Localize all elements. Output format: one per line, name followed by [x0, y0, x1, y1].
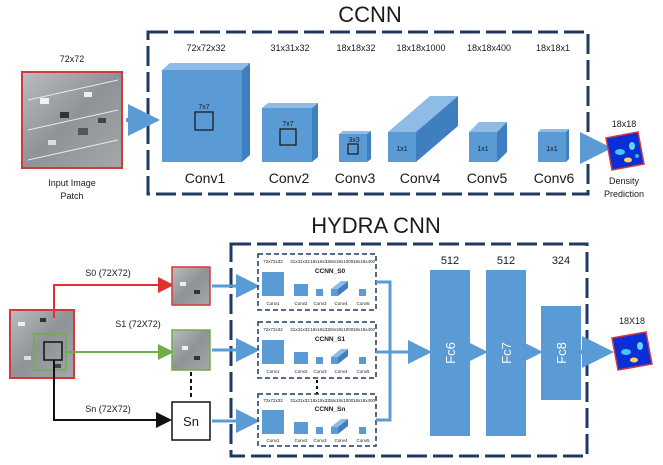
conv4-label: Conv4 — [400, 170, 441, 186]
conv3-block — [339, 131, 371, 162]
sn-path — [53, 360, 172, 428]
conv1-kernel: 7x7 — [198, 104, 209, 111]
head-sn-c3: Conv3 — [313, 438, 327, 443]
conv2-kernel: 7x7 — [282, 121, 293, 128]
head-s0-c2: Conv2 — [294, 301, 308, 306]
head-s1-dim1: 72x72x32 — [263, 327, 283, 332]
ccnn-head-s0: 72x72x32 31x31x32 18x18x32 18x18x1000 18… — [257, 253, 377, 311]
fc7-label: Fc7 — [499, 342, 514, 364]
conv2-label: Conv2 — [269, 170, 310, 186]
input-size-label: 72x72 — [60, 54, 85, 64]
head-sn-dim5: 18x18x400 — [353, 398, 376, 403]
conv1-dims: 72x72x32 — [186, 43, 225, 53]
input-image-patch — [21, 71, 123, 169]
ccnn-head-sn: 72x72x32 31x31x32 18x18x32 18x18x1000 18… — [257, 393, 377, 447]
conv6-dims: 18x18x1 — [536, 43, 570, 53]
input-label-2: Patch — [60, 191, 83, 201]
head-s0-c4: Conv4 — [334, 301, 348, 306]
head-sn-dim2: 31x31x32 — [290, 398, 310, 403]
conv4-kernel: 1x1 — [396, 146, 407, 153]
sn-label: Sn (72X72) — [85, 404, 131, 414]
head-sn-dim4: 18x18x1000 — [329, 398, 354, 403]
fc6-label: Fc6 — [443, 342, 458, 364]
head-s1-c4: Conv4 — [334, 369, 348, 374]
head-sn-dim1: 72x72x32 — [263, 398, 283, 403]
fc8-block — [541, 306, 581, 400]
head-s1-dim3: 18x18x32 — [310, 327, 330, 332]
fc6-size: 512 — [441, 255, 459, 267]
conv2-dims: 31x31x32 — [270, 43, 309, 53]
s1-label: S1 (72X72) — [115, 319, 161, 329]
head-s1-c2: Conv2 — [294, 369, 308, 374]
head-s1-dim4: 18x18x1000 — [329, 327, 354, 332]
hydra-title: HYDRA CNN — [311, 213, 441, 238]
head-s0-dim5: 18x18x400 — [353, 259, 376, 264]
output-size-label: 18x18 — [612, 119, 637, 129]
s0-patch — [171, 266, 211, 306]
conv3-dims: 18x18x32 — [336, 43, 375, 53]
head-s0-dim2: 31x31x32 — [290, 259, 310, 264]
fc8-label: Fc8 — [554, 342, 569, 364]
head-s1-c5: Conv5 — [356, 369, 370, 374]
input-label: Input Image — [48, 178, 96, 188]
full-image — [9, 309, 75, 379]
sn-box-label: Sn — [183, 414, 199, 429]
sn-box — [171, 401, 211, 441]
output-label-2: Prediction — [604, 189, 644, 199]
head-sn-dim3: 18x18x32 — [310, 398, 330, 403]
conv5-dims: 18x18x400 — [467, 43, 511, 53]
hydra-frame — [229, 242, 589, 458]
fc6-block — [430, 270, 470, 436]
s1-patch — [171, 329, 211, 371]
fc8-size: 324 — [552, 255, 570, 267]
hydra-density-map — [611, 331, 653, 371]
head-s0-dim4: 18x18x1000 — [329, 259, 354, 264]
merge-arrows — [376, 280, 432, 422]
head-s0-c3: Conv3 — [313, 301, 327, 306]
ccnn-head-s1: 72x72x32 31x31x32 18x18x32 18x18x1000 18… — [257, 321, 377, 379]
head-s1-dim5: 18x18x400 — [353, 327, 376, 332]
s0-label: S0 (72X72) — [85, 268, 131, 278]
conv2-block — [262, 103, 318, 162]
conv1-label: Conv1 — [185, 170, 226, 186]
hydra-output-size: 18X18 — [619, 316, 645, 326]
fc7-size: 512 — [497, 255, 515, 267]
head-sn-c5: Conv5 — [356, 438, 370, 443]
head-s0-c5: Conv5 — [356, 301, 370, 306]
conv5-block — [469, 122, 507, 162]
conv5-kernel: 1x1 — [477, 146, 488, 153]
conv6-label: Conv6 — [534, 170, 575, 186]
head-s1-title: CCNN_S1 — [315, 336, 346, 343]
head-s0-title: CCNN_S0 — [315, 268, 346, 275]
head-sn-c2: Conv2 — [294, 438, 308, 443]
head-s1-c1: Conv1 — [266, 369, 280, 374]
head-sn-c4: Conv4 — [334, 438, 348, 443]
conv1-block — [162, 63, 250, 162]
head-s0-c1: Conv1 — [266, 301, 280, 306]
head-s1-c3: Conv3 — [313, 369, 327, 374]
ccnn-title: CCNN — [338, 2, 402, 27]
conv3-label: Conv3 — [335, 170, 376, 186]
conv6-kernel: 1x1 — [546, 146, 557, 153]
conv4-block — [388, 96, 458, 162]
head-sn-title: CCNN_Sn — [315, 406, 346, 413]
conv4-dims: 18x18x1000 — [396, 43, 445, 53]
conv3-kernel: 3x3 — [348, 137, 359, 144]
conv6-block — [538, 129, 569, 162]
output-label: Density — [609, 176, 640, 186]
head-sn-c1: Conv1 — [266, 438, 280, 443]
head-s0-dim3: 18x18x32 — [310, 259, 330, 264]
density-map — [605, 131, 645, 171]
conv5-label: Conv5 — [467, 170, 508, 186]
s0-path — [53, 277, 174, 318]
head-s1-dim2: 31x31x32 — [290, 327, 310, 332]
head-s0-dim1: 72x72x32 — [263, 259, 283, 264]
